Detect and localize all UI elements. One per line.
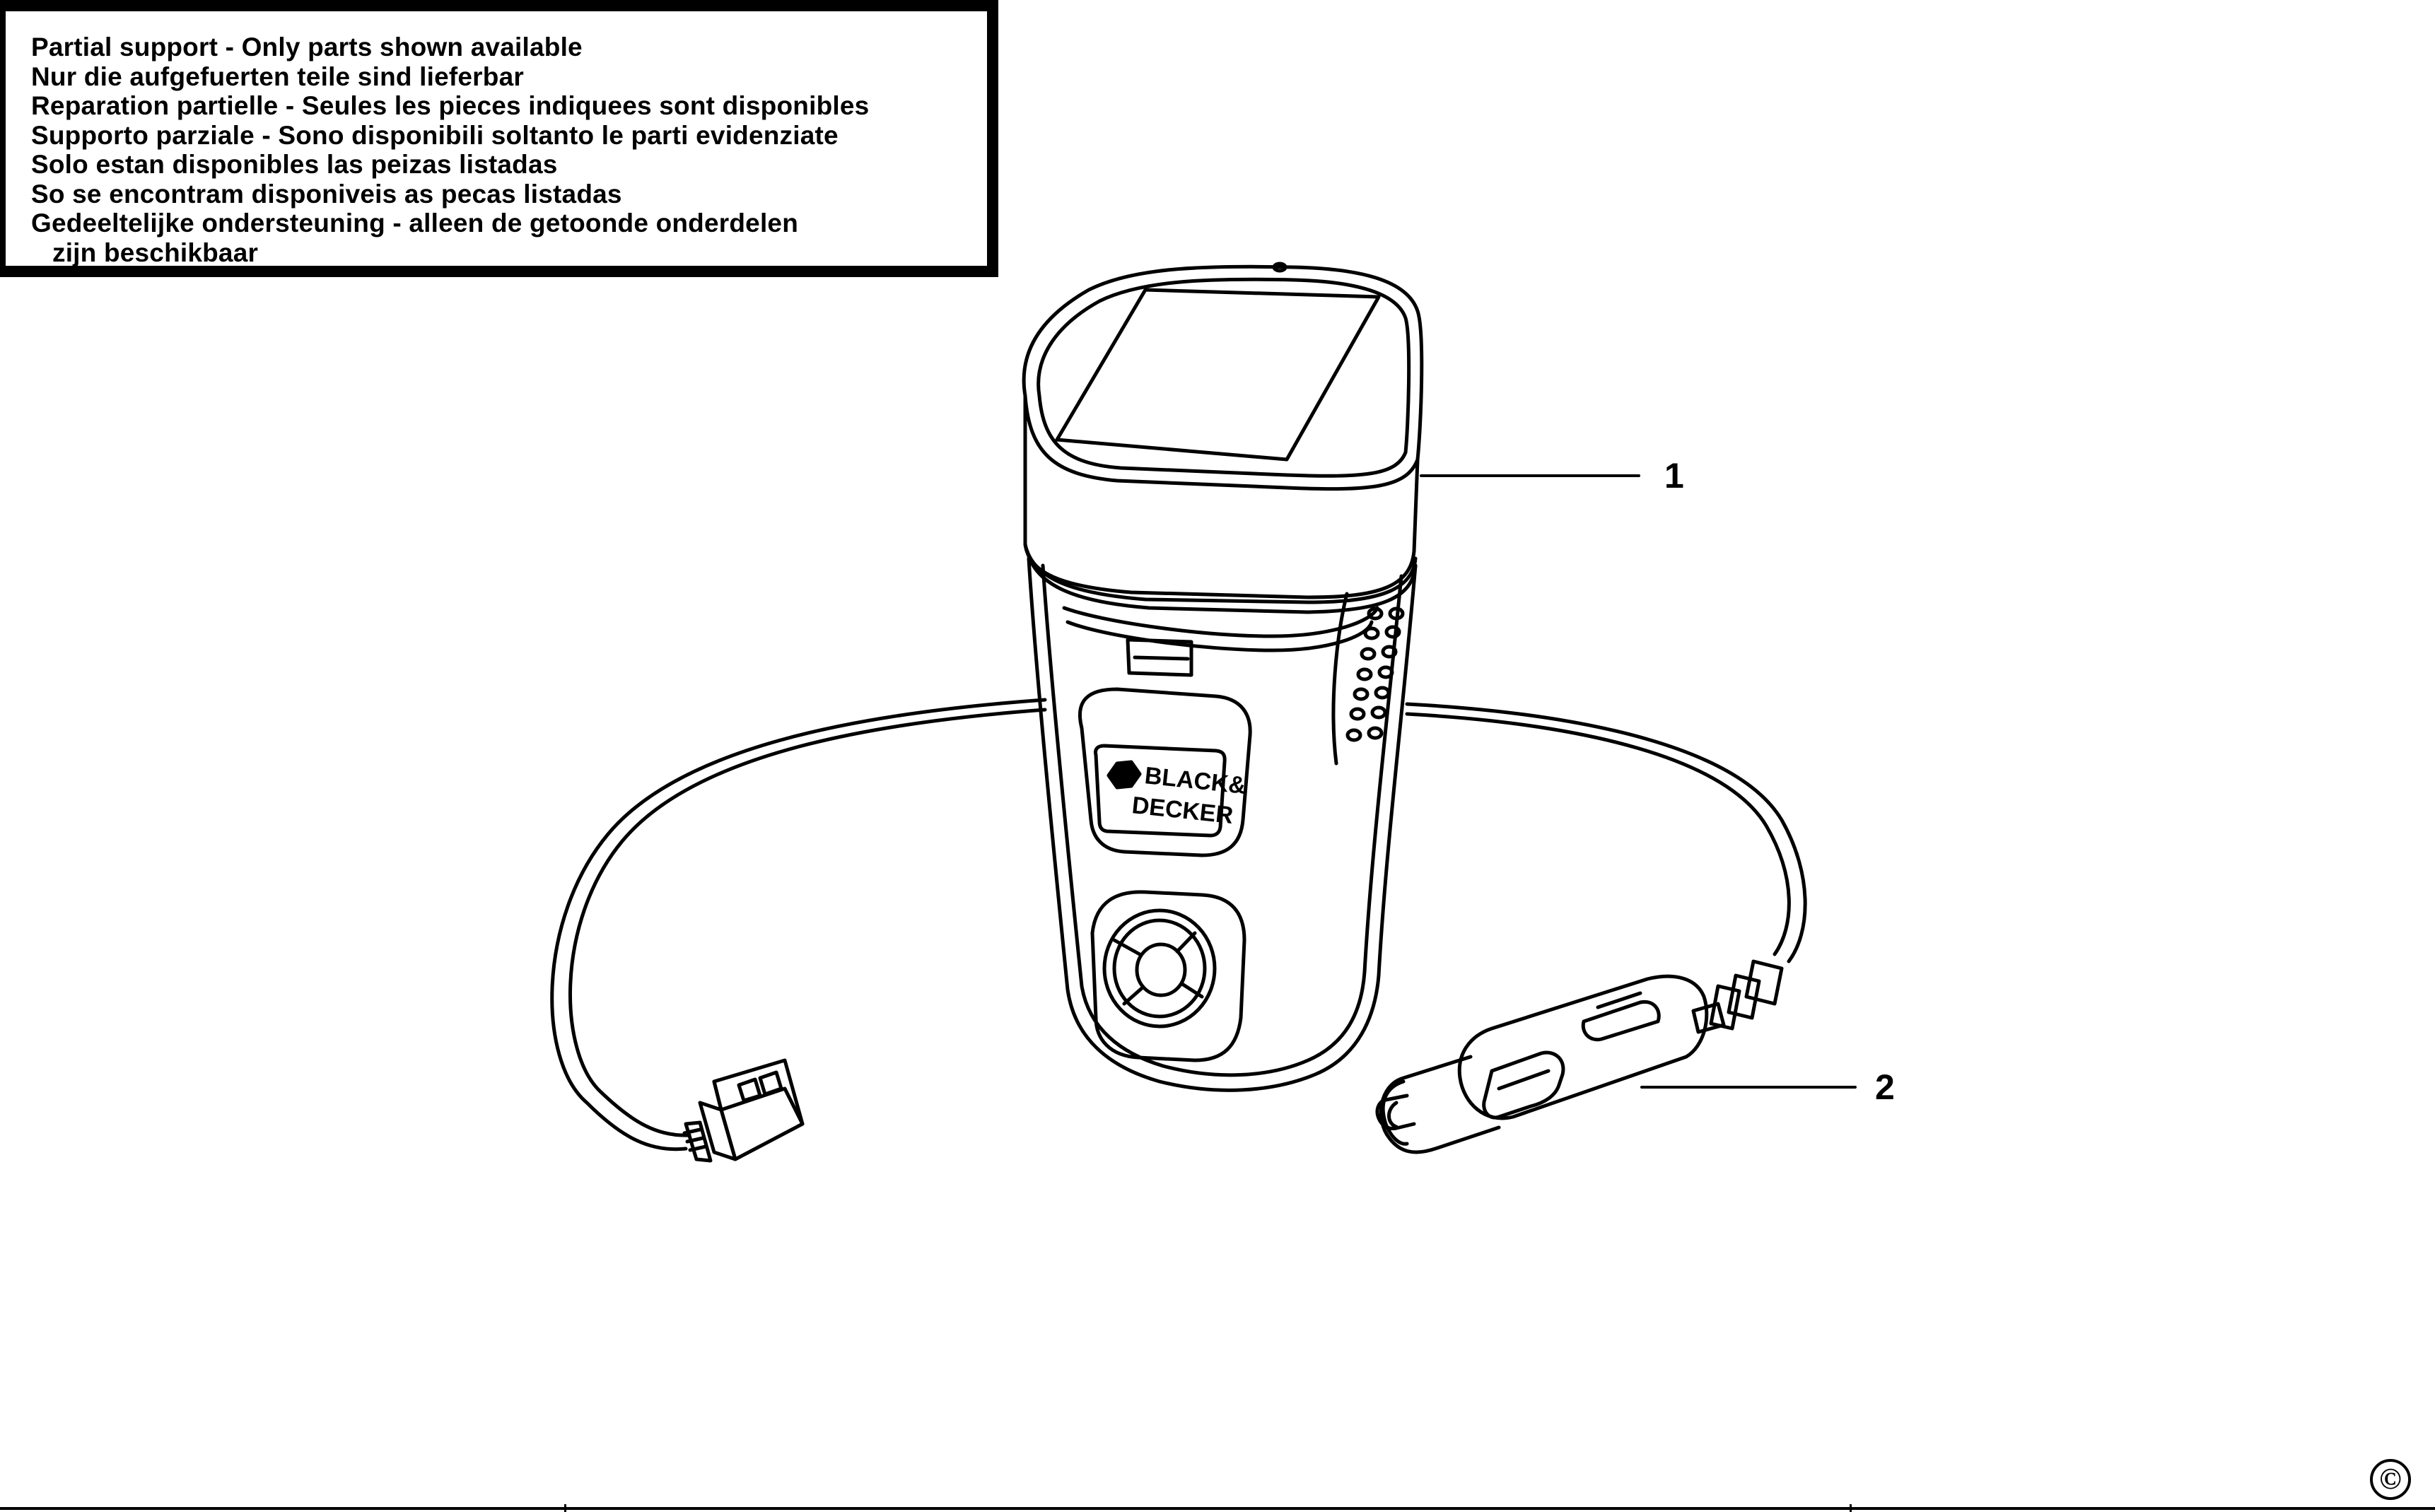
notice-line-nl-cont: zijn beschikbaar (52, 238, 259, 267)
brand-logo-line-2: DECKER (1131, 792, 1234, 829)
notice-line-pt: So se encontram disponiveis as pecas lis… (31, 179, 622, 209)
cable-right (1405, 702, 1807, 963)
inverter-body (1022, 262, 1424, 1092)
small-connector (682, 1058, 805, 1163)
notice-line-it: Supporto parziale - Sono disponibili sol… (31, 120, 839, 150)
copyright-icon: © (2370, 1459, 2411, 1500)
notice-line-es: Solo estan disponibles las peizas listad… (31, 150, 558, 179)
notice-line-fr: Reparation partielle - Seules les pieces… (31, 91, 870, 120)
vent-holes (1345, 606, 1405, 742)
footer-tick (1850, 1504, 1852, 1512)
partial-support-notice: Partial support - Only parts shown avail… (0, 0, 998, 277)
notice-line-en: Partial support - Only parts shown avail… (31, 33, 583, 61)
lighter-plug (1375, 959, 1784, 1154)
footer-border (0, 1507, 2435, 1510)
callout-2: 2 (1875, 1067, 1895, 1107)
callout-1: 1 (1664, 456, 1684, 496)
cable-left (550, 698, 1047, 1151)
notice-line-nl: Gedeeltelijke ondersteuning - alleen de … (31, 209, 798, 238)
notice-line-de: Nur die aufgefuerten teile sind lieferba… (31, 61, 524, 91)
footer-tick (564, 1504, 566, 1512)
